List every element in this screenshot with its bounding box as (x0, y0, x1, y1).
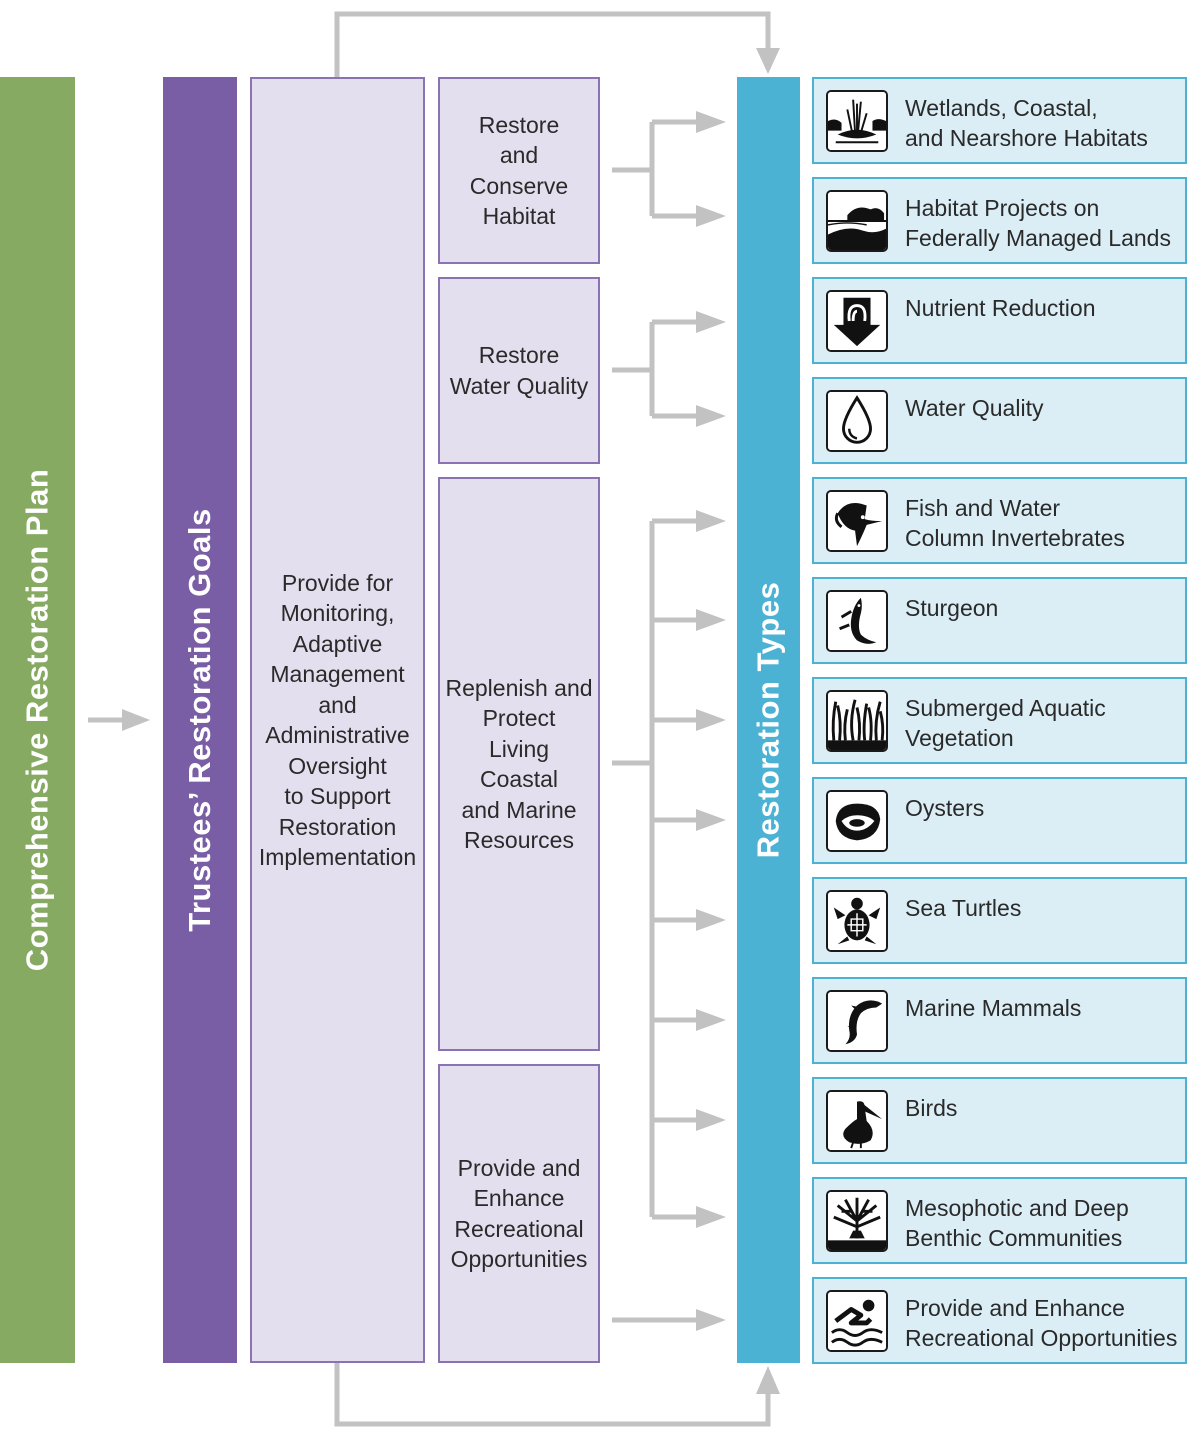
top-loop-line (334, 11, 771, 77)
seagrass-icon (826, 690, 888, 752)
oyster-icon (826, 790, 888, 852)
type-label: Sturgeon (905, 595, 999, 621)
type-label: Oysters (905, 795, 985, 821)
water-branch-line (612, 319, 698, 419)
arrowhead (696, 809, 726, 831)
arrowhead (696, 311, 726, 333)
arrowhead (122, 709, 150, 731)
type-label: Submerged Aquatic Vegetation (905, 695, 1106, 751)
trustees-restoration-goals-bar: Trustees’ Restoration Goals (163, 77, 237, 1363)
type-label: Habitat Projects on Federally Managed La… (905, 195, 1171, 251)
type-oysters: Oysters (812, 777, 1187, 864)
goal-restore-water-quality: Restore Water Quality (438, 277, 600, 464)
goal-living-resources: Replenish and Protect Living Coastal and… (438, 477, 600, 1051)
wetlands-icon (826, 90, 888, 152)
arrowhead (696, 1309, 726, 1331)
arrowhead (756, 48, 780, 74)
monitoring-goal-label: Provide for Monitoring, Adaptive Managem… (258, 569, 417, 871)
type-water-quality: Water Quality (812, 377, 1187, 464)
comprehensive-restoration-plan-bar: Comprehensive Restoration Plan (0, 77, 75, 1363)
arrowhead (696, 709, 726, 731)
living-branch-line (612, 518, 698, 1220)
goal-restore-habitat: Restore and Conserve Habitat (438, 77, 600, 264)
water-drop-icon (826, 390, 888, 452)
type-fish: Fish and Water Column Invertebrates (812, 477, 1187, 564)
type-recreation: Provide and Enhance Recreational Opportu… (812, 1277, 1187, 1364)
sailfish-icon (826, 490, 888, 552)
type-label: Mesophotic and Deep Benthic Communities (905, 1195, 1129, 1251)
type-wetlands: Wetlands, Coastal, and Nearshore Habitat… (812, 77, 1187, 164)
arrowhead (696, 1009, 726, 1031)
goal-label: Provide and Enhance Recreational Opportu… (450, 1154, 588, 1273)
monitoring-goal-box: Provide for Monitoring, Adaptive Managem… (250, 77, 425, 1363)
type-marine-mammals: Marine Mammals (812, 977, 1187, 1064)
goal-label: Restore and Conserve Habitat (469, 111, 569, 230)
goal-label: Restore Water Quality (449, 342, 589, 399)
type-sturgeon: Sturgeon (812, 577, 1187, 664)
arrowhead (696, 1206, 726, 1228)
sturgeon-icon (826, 590, 888, 652)
type-birds: Birds (812, 1077, 1187, 1164)
type-label: Water Quality (905, 395, 1044, 421)
arrowhead (696, 205, 726, 227)
arrowhead (756, 1366, 780, 1394)
type-label: Fish and Water Column Invertebrates (905, 495, 1125, 551)
arrowhead (696, 111, 726, 133)
arrowhead (696, 405, 726, 427)
type-label: Wetlands, Coastal, and Nearshore Habitat… (905, 95, 1148, 151)
bottom-loop-line (334, 1363, 771, 1427)
type-label: Provide and Enhance Recreational Opportu… (905, 1295, 1178, 1351)
arrowhead (696, 909, 726, 931)
goal-label: Replenish and Protect Living Coastal and… (445, 674, 593, 854)
type-nutrient-reduction: Nutrient Reduction (812, 277, 1187, 364)
coral-icon (826, 1190, 888, 1252)
arrowhead (696, 510, 726, 532)
type-mesophotic: Mesophotic and Deep Benthic Communities (812, 1177, 1187, 1264)
type-sea-turtles: Sea Turtles (812, 877, 1187, 964)
arrowhead (696, 1109, 726, 1131)
restoration-types-bar: Restoration Types (737, 77, 800, 1363)
swimmer-icon (826, 1290, 888, 1352)
type-label: Sea Turtles (905, 895, 1022, 921)
habitat-branch-line (612, 119, 698, 219)
dolphin-icon (826, 990, 888, 1052)
arrowhead (696, 609, 726, 631)
pelican-icon (826, 1090, 888, 1152)
type-label: Nutrient Reduction (905, 295, 1096, 321)
federal-lands-icon (826, 190, 888, 252)
type-label: Marine Mammals (905, 995, 1082, 1021)
sea-turtle-icon (826, 890, 888, 952)
type-submerged-vegetation: Submerged Aquatic Vegetation (812, 677, 1187, 764)
nutrient-reduction-icon (826, 290, 888, 352)
type-label: Birds (905, 1095, 958, 1121)
type-federal-lands: Habitat Projects on Federally Managed La… (812, 177, 1187, 264)
goal-recreational-opportunities: Provide and Enhance Recreational Opportu… (438, 1064, 600, 1363)
